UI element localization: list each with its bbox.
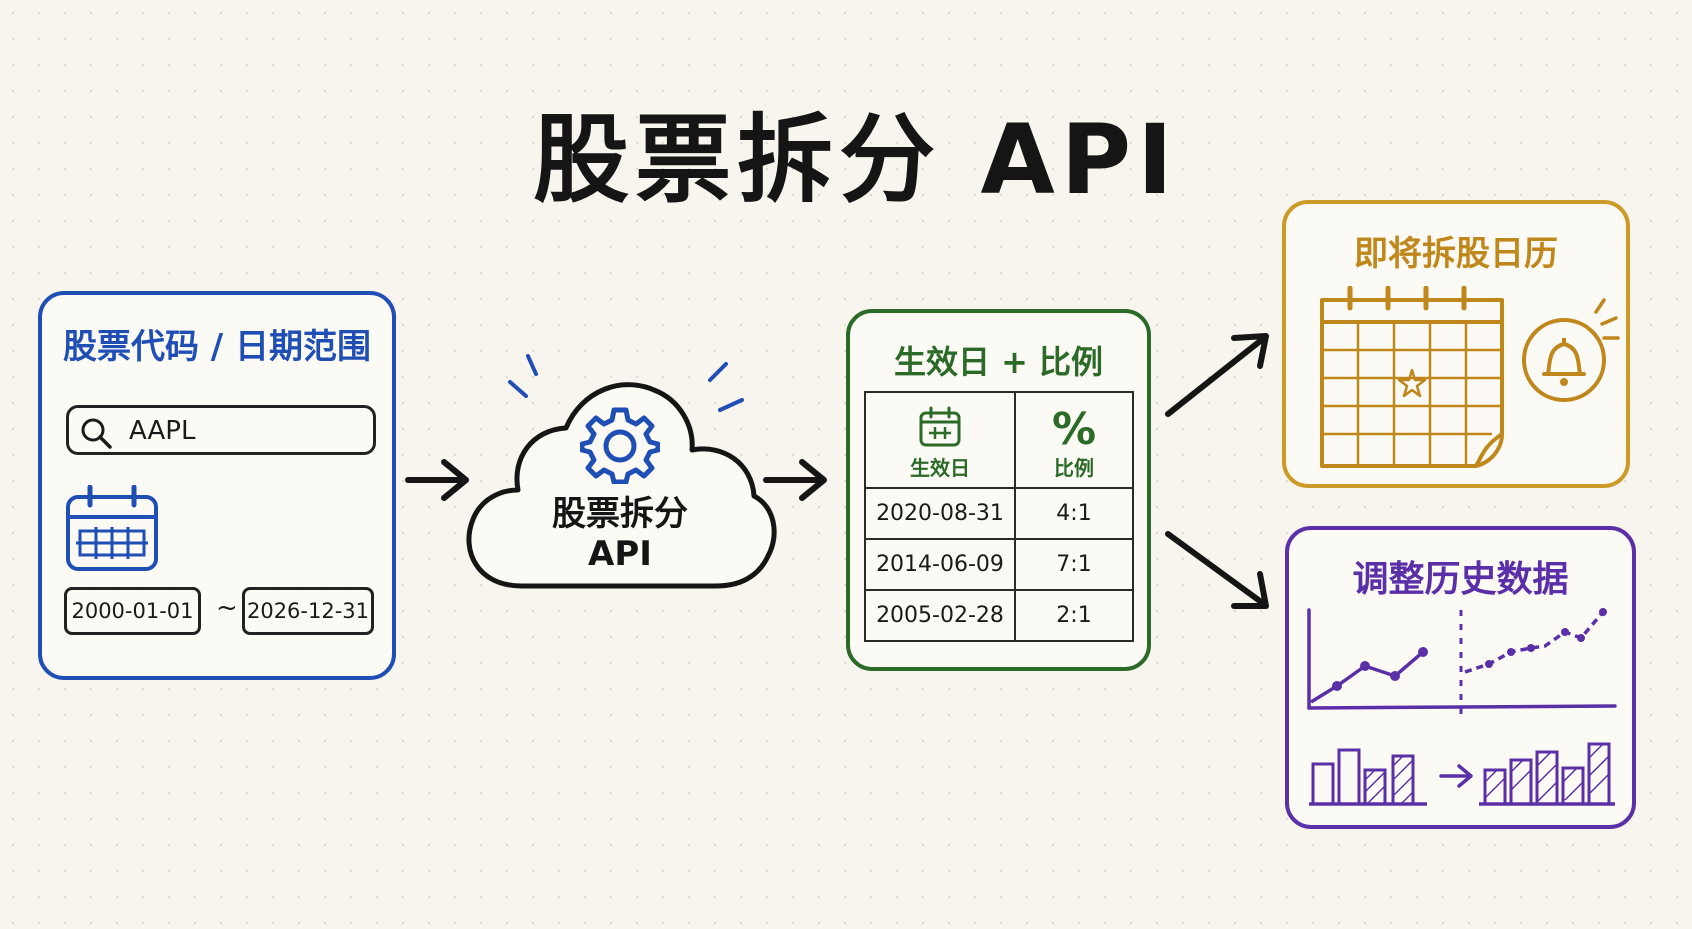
adjust-panel-title: 调整历史数据 (1352, 559, 1569, 600)
star-icon (1397, 368, 1427, 398)
bar-chart-icon (1309, 742, 1615, 806)
row-date: 2005-02-28 (864, 589, 1016, 642)
header-date-label: 生效日 (910, 456, 970, 480)
result-panel-title: 生效日 + 比例 (893, 343, 1104, 381)
date-from-field[interactable]: 2000-01-01 (64, 587, 201, 635)
search-icon (81, 418, 112, 449)
split-table: 生效日 % 比例 2020-08-31 4:1 2014-06-09 7:1 2… (864, 391, 1134, 642)
table-header-row: 生效日 % 比例 (864, 391, 1134, 489)
arrow-icon (1165, 333, 1269, 417)
calendar-icon (1320, 286, 1504, 468)
bell-icon (1522, 298, 1620, 402)
adjust-panel: 调整历史数据 (1285, 526, 1636, 829)
table-row: 2020-08-31 4:1 (864, 487, 1134, 540)
row-ratio: 2:1 (1014, 589, 1134, 642)
header-date: 生效日 (864, 391, 1016, 489)
arrow-icon (405, 459, 469, 501)
row-ratio: 7:1 (1014, 538, 1134, 591)
date-separator: ~ (216, 593, 238, 623)
cloud-icon (466, 354, 777, 589)
arrow-icon (763, 459, 827, 501)
api-label-line2: API (588, 534, 652, 574)
header-ratio-label: 比例 (1054, 456, 1094, 480)
row-date: 2020-08-31 (864, 487, 1016, 540)
search-value: AAPL (129, 416, 196, 446)
page-title: 股票拆分 API (533, 104, 1179, 216)
line-chart-icon (1307, 608, 1617, 720)
calendar-panel: 即将拆股日历 (1282, 200, 1630, 488)
gear-icon (580, 407, 660, 484)
calendar-panel-title: 即将拆股日历 (1354, 234, 1558, 274)
result-panel: 生效日 + 比例 生效日 % 比例 2020-08-31 (846, 309, 1151, 671)
calendar-icon (919, 406, 961, 447)
row-date: 2014-06-09 (864, 538, 1016, 591)
input-panel-title: 股票代码 / 日期范围 (62, 327, 372, 367)
input-panel: 股票代码 / 日期范围 AAPL 2000-01-01 ~ 2026-12-31 (38, 291, 396, 680)
arrow-icon (1165, 531, 1269, 609)
calendar-icon (66, 485, 158, 571)
row-ratio: 4:1 (1014, 487, 1134, 540)
header-ratio: % 比例 (1014, 391, 1134, 489)
table-row: 2014-06-09 7:1 (864, 538, 1134, 591)
table-row: 2005-02-28 2:1 (864, 589, 1134, 642)
percent-icon: % (1051, 404, 1097, 455)
search-input[interactable]: AAPL (66, 405, 376, 455)
api-label-line1: 股票拆分 (552, 494, 688, 534)
date-to-field[interactable]: 2026-12-31 (242, 587, 374, 635)
